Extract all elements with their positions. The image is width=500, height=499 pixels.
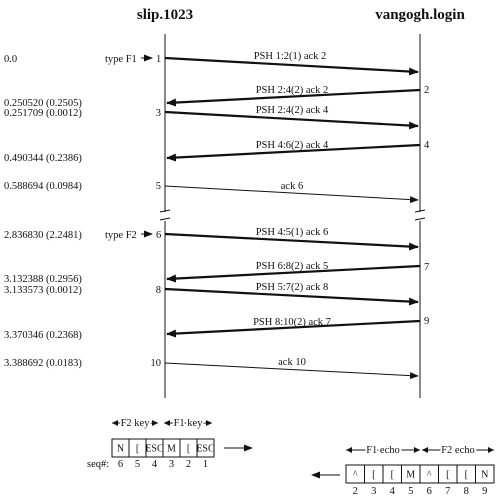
time-label: 3.132388 (0.2956): [4, 274, 82, 285]
send-buffer-seq-number: 3: [169, 459, 174, 470]
echo-buffer-seq-number: 9: [482, 486, 487, 497]
echo-buffer-cell: [475, 464, 495, 484]
send-buffer-seq-number: 4: [152, 459, 158, 470]
send-buffer-cell: [196, 438, 215, 458]
time-labels: 0.0 0.250520 (0.2505) 0.251709 (0.0012) …: [4, 54, 82, 369]
segment-arrow-1: [164, 56, 419, 76]
segment-label-5: ack 6: [281, 181, 303, 192]
send-buffer: F2 key F1 key N 6 [5 ESC 4M 3 [2 ESC 1 seq#:: [87, 416, 253, 470]
segment-arrow-5: [164, 185, 419, 204]
segment-number-3: 3: [156, 108, 161, 119]
time-label: 0.250520 (0.2505): [4, 98, 82, 109]
segment-number-6: 6: [156, 230, 161, 241]
time-label: 3.370346 (0.2368): [4, 330, 82, 341]
send-buffer-cell-char: N: [117, 444, 124, 455]
segment-label-7: PSH 6:8(2) ack 5: [256, 261, 329, 272]
segment-label-8: PSH 5:7(2) ack 8: [256, 282, 329, 293]
echo-buffer-cell-char: ^: [353, 470, 358, 481]
echo-buffer-seq-number: 4: [390, 486, 396, 497]
segment-label-9: PSH 8:10(2) ack 7: [253, 317, 331, 328]
time-label: 0.0: [4, 54, 17, 65]
time-label: 0.588694 (0.0984): [4, 181, 82, 192]
segment-arrow-4: [166, 143, 421, 162]
echo-buffer: F1 echo F2 echo ^ 2 [3 [4M 5 ^ 6 [7 [8 N 9: [311, 443, 495, 497]
echo-buffer-cell-char: N: [481, 470, 488, 481]
send-buffer-seq-number: 2: [186, 459, 191, 470]
event-type-f1: type F1: [105, 54, 137, 65]
segment-label-6: PSH 4:5(1) ack 6: [256, 227, 329, 238]
segment-label-4: PSH 4:6(2) ack 4: [256, 140, 329, 151]
segment-arrow-8: [164, 287, 419, 306]
segment-number-10: 10: [151, 358, 162, 369]
segment-label-1: PSH 1:2(1) ack 2: [254, 51, 327, 62]
send-buffer-seq-number: 1: [203, 459, 208, 470]
echo-buffer-cell-char: [: [372, 470, 375, 481]
segment-number-1: 1: [156, 54, 161, 65]
echo-buffer-seq-number: 8: [464, 486, 469, 497]
segment-arrow-2: [166, 88, 421, 107]
send-buffer-seq-number: 6: [118, 459, 123, 470]
f2-echo-label: F2 echo: [441, 445, 475, 456]
seq-label: seq#:: [87, 459, 109, 470]
segment-number-9: 9: [424, 316, 429, 327]
send-buffer-seq-number: 5: [135, 459, 140, 470]
segment-label-3: PSH 2:4(2) ack 4: [256, 105, 329, 116]
echo-buffer-cell-char: M: [406, 470, 415, 481]
segment-arrow-6: [164, 232, 419, 251]
time-label: 0.490344 (0.2386): [4, 153, 82, 164]
segment-label-2: PSH 2:4(2) ack 2: [256, 85, 329, 96]
segment-number-4: 4: [424, 140, 430, 151]
echo-buffer-cell-char: [: [446, 470, 449, 481]
segment-arrow-7: [166, 264, 421, 283]
echo-buffer-seq-number: 7: [445, 486, 450, 497]
event-type-f2: type F2: [105, 230, 137, 241]
timelines: [159, 34, 426, 398]
segment-label-10: ack 10: [278, 357, 306, 368]
segment-number-5: 5: [156, 181, 161, 192]
segment-number-8: 8: [156, 285, 161, 296]
f1-echo-label: F1 echo: [366, 445, 400, 456]
segment-number-7: 7: [424, 262, 429, 273]
echo-buffer-seq-number: 3: [371, 486, 376, 497]
time-label: 2.836830 (2.2481): [4, 230, 82, 241]
send-buffer-cell-char: ESC: [196, 444, 215, 455]
host-left-label: slip.1023: [137, 7, 193, 23]
left-timeline-break: [159, 209, 171, 221]
time-label: 3.388692 (0.0183): [4, 358, 82, 369]
echo-buffer-cell-char: [: [391, 470, 394, 481]
echo-buffer-cell-char: [: [465, 470, 468, 481]
echo-buffer-cell-char: ^: [427, 470, 432, 481]
f1-key-label: F1 key: [174, 418, 204, 429]
host-right-label: vangogh.login: [375, 7, 465, 23]
send-buffer-cell-char: ESC: [145, 444, 164, 455]
echo-buffer-seq-number: 2: [353, 486, 358, 497]
segments: PSH 1:2(1) ack 2 1 PSH 2:4(2) ack 2 2 PS…: [151, 51, 430, 380]
f2-key-label: F2 key: [121, 418, 151, 429]
echo-buffer-seq-number: 5: [408, 486, 413, 497]
segment-arrow-9: [166, 319, 421, 338]
time-label: 0.251709 (0.0012): [4, 108, 82, 119]
send-buffer-cell-char: [: [136, 444, 139, 455]
send-buffer-cell-char: [: [187, 444, 190, 455]
time-label: 3.133573 (0.0012): [4, 285, 82, 296]
segment-arrow-3: [164, 110, 419, 130]
send-buffer-cell-char: M: [167, 444, 176, 455]
segment-arrow-10: [164, 362, 419, 380]
echo-buffer-seq-number: 6: [427, 486, 432, 497]
segment-number-2: 2: [424, 85, 429, 96]
right-timeline-break: [414, 209, 426, 221]
